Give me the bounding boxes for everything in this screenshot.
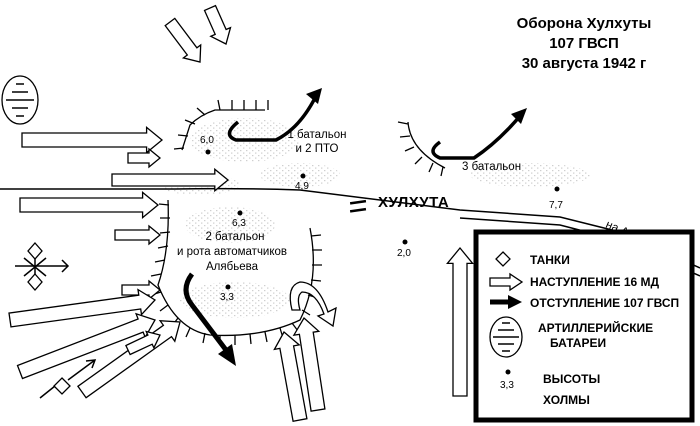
height-label: 3,3 <box>220 292 234 303</box>
advance-arrow <box>289 281 337 328</box>
height-label: 6,0 <box>200 135 214 146</box>
legend-tanks: ТАНКИ <box>530 253 570 267</box>
advance-arrow <box>127 147 162 169</box>
legend-artillery-icon <box>489 316 523 358</box>
legend-advance-icon <box>489 272 524 292</box>
advance-arrow <box>203 4 232 45</box>
advance-arrow <box>125 330 161 356</box>
hill-shading <box>160 118 590 318</box>
tank-symbol <box>15 242 70 291</box>
height-label: 6,3 <box>232 218 246 229</box>
advance-arrow <box>19 191 160 219</box>
retreat-arrows <box>183 88 527 366</box>
battalion2-label: 2 батальон <box>205 231 264 243</box>
height-label: 4,9 <box>295 181 309 192</box>
advance-arrow <box>446 246 474 397</box>
advance-arrows <box>8 4 474 423</box>
title-line3: 30 августа 1942 г <box>522 55 647 72</box>
title-line2: 107 ГВСП <box>549 35 619 52</box>
legend-artillery-2: БАТАРЕИ <box>550 336 606 350</box>
legend-artillery: АРТИЛЛЕРИЙСКИЕ <box>538 320 653 335</box>
tank-symbol-2 <box>39 359 97 399</box>
height-markers: 6,0 4,9 6,3 3,3 2,0 7,7 <box>200 135 563 303</box>
legend-heights: ВЫСОТЫ <box>543 372 600 386</box>
legend-height-sample: 3,3 <box>500 380 514 391</box>
battalion3-label: 3 батальон <box>462 161 521 173</box>
battalion1-label: 1 батальон <box>287 129 346 141</box>
legend: ТАНКИ НАСТУПЛЕНИЕ 16 МД ОТСТУПЛЕНИЕ 107 … <box>473 229 695 423</box>
artillery-symbol <box>1 75 39 125</box>
advance-arrow <box>292 316 326 412</box>
legend-advance: НАСТУПЛЕНИЕ 16 МД <box>530 275 660 289</box>
battalion2-label-3: Алябьева <box>206 261 259 273</box>
legend-height-icon <box>505 369 511 375</box>
advance-arrow <box>21 126 164 154</box>
height-label: 2,0 <box>397 248 411 259</box>
advance-arrow <box>8 288 157 328</box>
height-label: 7,7 <box>549 200 563 211</box>
legend-hills: ХОЛМЫ <box>543 393 590 407</box>
battalion2-label-2: и рота автоматчиков <box>177 246 287 258</box>
title-line1: Оборона Хулхуты <box>517 15 652 32</box>
advance-arrow <box>114 224 162 246</box>
advance-arrow <box>16 312 156 380</box>
advance-arrow <box>111 167 230 193</box>
advance-arrow <box>273 330 308 423</box>
battalion1-label-2: и 2 ПТО <box>296 143 339 155</box>
advance-arrow <box>164 17 202 63</box>
legend-tank-icon <box>495 251 511 267</box>
legend-retreat: ОТСТУПЛЕНИЕ 107 ГВСП <box>530 296 679 310</box>
map-title: Оборона Хулхуты 107 ГВСП 30 августа 1942… <box>517 15 652 72</box>
town-label: ХУЛХУТА <box>378 194 449 211</box>
